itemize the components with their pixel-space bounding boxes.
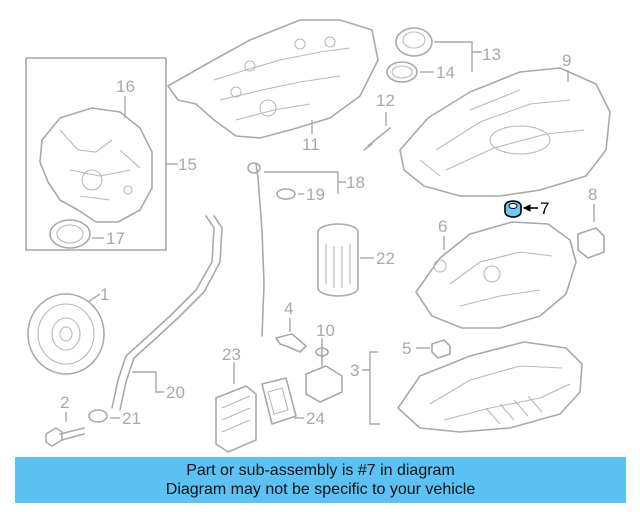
callout-15: 15: [178, 155, 197, 174]
callout-17: 17: [106, 229, 125, 248]
callout-3: 3: [350, 361, 359, 380]
part-17-seal: [49, 219, 104, 249]
banner-line-2: Diagram may not be specific to your vehi…: [165, 481, 476, 498]
callout-23: 23: [222, 345, 241, 364]
part-8-plug: [577, 204, 605, 259]
callout-8: 8: [588, 185, 597, 204]
banner-line-1: Part or sub-assembly is #7 in diagram: [186, 462, 455, 479]
parts-diagram: 16 15 17 11 13 14 12 9 7 8 6 18 19 22 1 …: [25, 19, 611, 453]
part-22-oil-filter: [317, 223, 374, 297]
part-5-drain-plug: [416, 339, 451, 359]
callout-2: 2: [60, 393, 69, 412]
callout-11: 11: [302, 135, 320, 154]
part-18-dipstick: [247, 162, 346, 337]
part-2-bolt: [45, 412, 85, 447]
callout-24: 24: [306, 409, 325, 428]
callout-18: 18: [346, 173, 365, 192]
part-4-bracket: [275, 318, 307, 353]
callout-21: 21: [122, 409, 141, 428]
callout-labels: 16 15 17 11 13 14 12 9 7 8 6 18 19 22 1 …: [60, 45, 597, 428]
part-9-upper-pan: [399, 67, 611, 197]
part-11-valve-cover: [167, 19, 379, 139]
part-14-oil-cap-seal: [386, 61, 434, 83]
callout-1: 1: [100, 285, 109, 304]
part-6-housing: [415, 221, 577, 329]
part-1-pulley: [27, 293, 105, 375]
part-16-timing-cover: [25, 57, 167, 251]
callout-6: 6: [438, 217, 447, 236]
part-10-sensor: [305, 338, 343, 403]
callout-12: 12: [376, 91, 395, 110]
part-24-gasket: [261, 377, 304, 425]
callout-16: 16: [116, 77, 135, 96]
callout-5: 5: [402, 339, 411, 358]
callout-10: 10: [316, 321, 335, 340]
callout-4: 4: [284, 299, 293, 318]
callout-19: 19: [306, 185, 325, 204]
part-12-stud: [363, 112, 391, 151]
callout-9: 9: [562, 51, 571, 70]
part-21-seal: [88, 409, 120, 423]
info-banner: Part or sub-assembly is #7 in diagram Di…: [15, 457, 626, 503]
part-7-seal: [504, 200, 538, 218]
part-19-o-ring: [276, 188, 304, 200]
part-3-oil-pan: [362, 341, 583, 433]
part-13-oil-cap: [395, 27, 482, 72]
callout-7: 7: [540, 199, 549, 218]
callout-13: 13: [482, 45, 501, 64]
part-20-tube: [111, 215, 223, 411]
callout-22: 22: [376, 249, 395, 268]
callout-14: 14: [436, 63, 455, 82]
callout-20: 20: [166, 383, 185, 402]
part-23-oil-cooler: [215, 362, 257, 453]
